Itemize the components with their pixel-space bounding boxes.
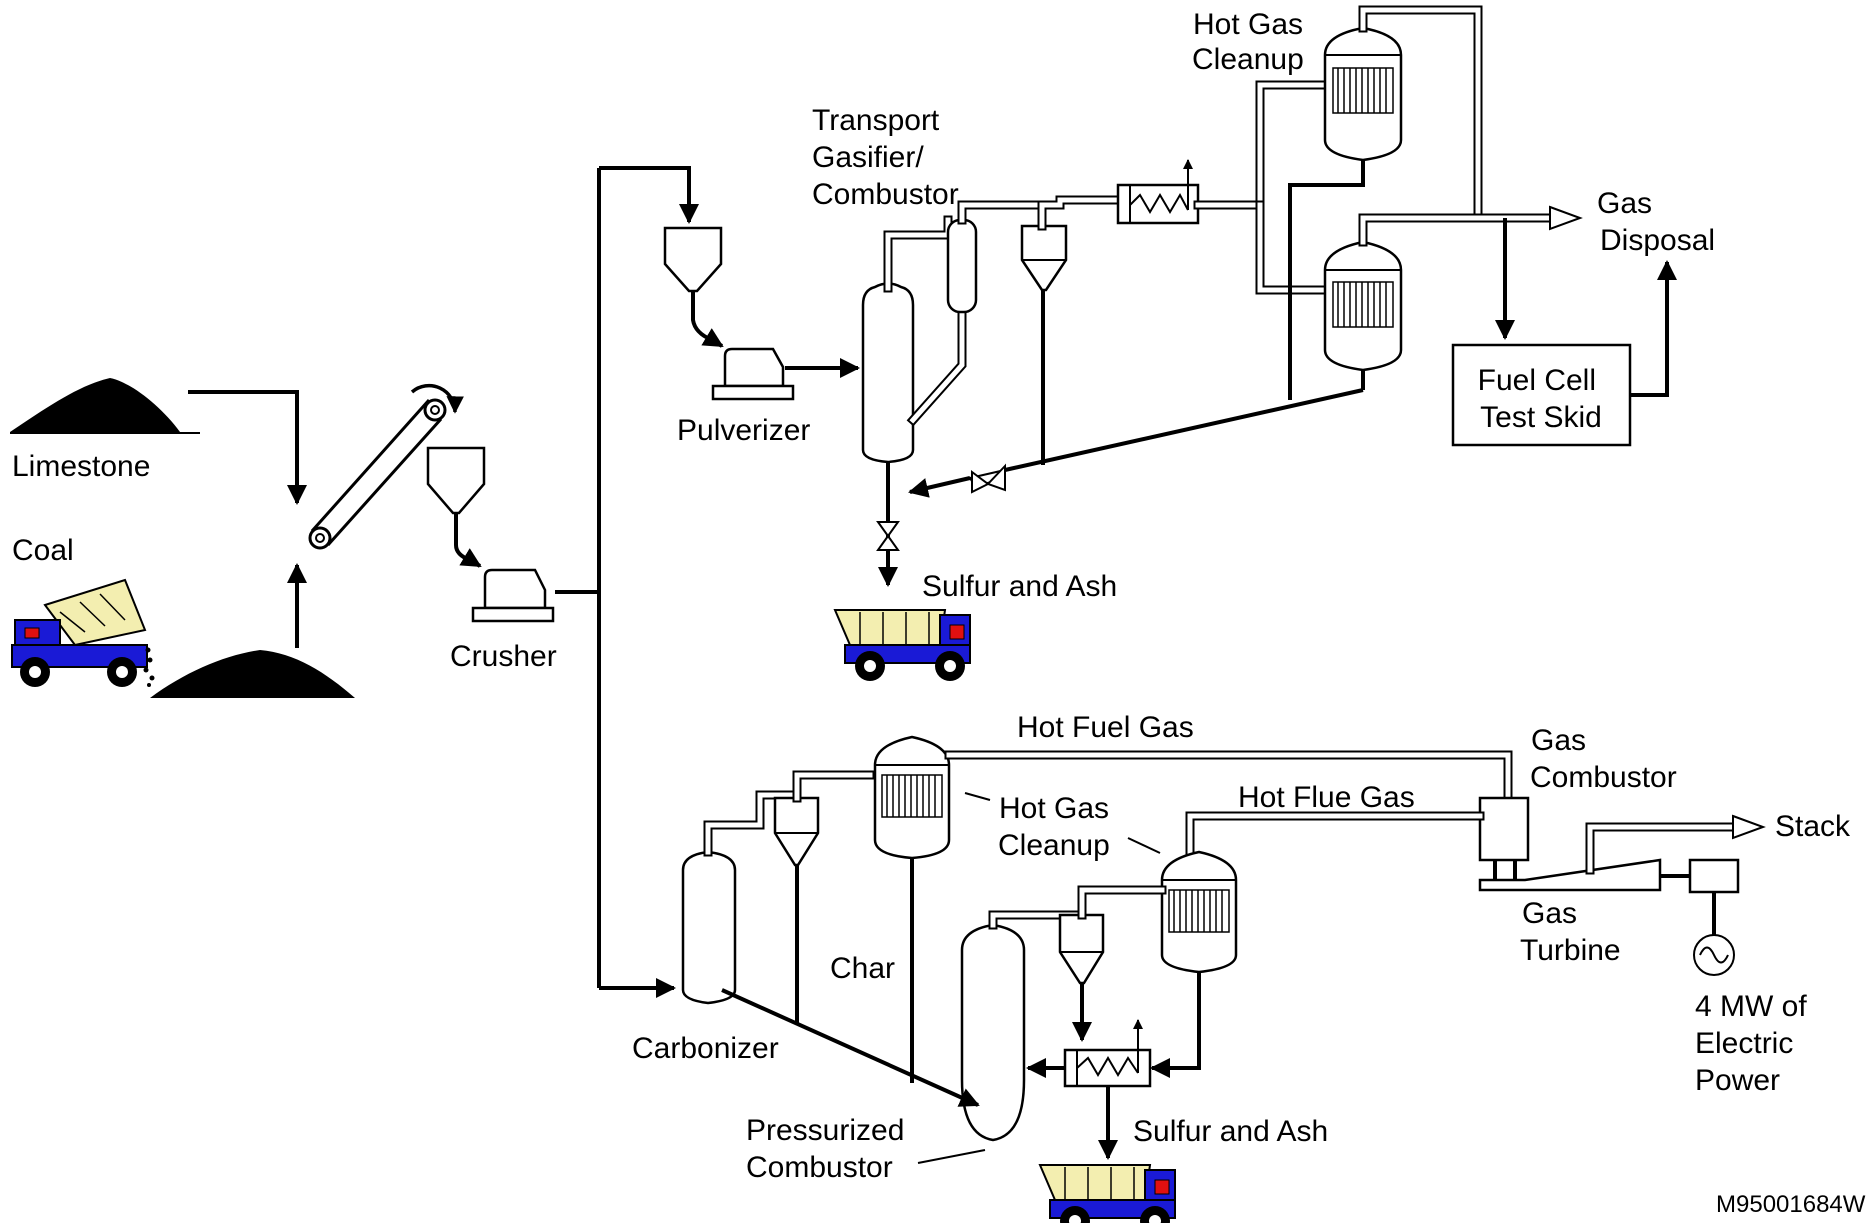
gas-combustor-label: Gas Combustor (1530, 724, 1677, 794)
coal-spill (143, 647, 155, 687)
gas-disposal-label: Gas Disposal (1597, 187, 1715, 257)
upper-gas-cooler (1116, 159, 1200, 225)
fuel-cell-label: Fuel Cell Test Skid (1478, 364, 1605, 434)
coal-pile (150, 650, 355, 698)
crusher-label: Crusher (450, 640, 557, 673)
fuel-cell-exhaust-line (1630, 260, 1677, 397)
lower-cyclone-2 (1058, 913, 1105, 985)
char-label: Char (830, 952, 895, 985)
stack-label: Stack (1775, 810, 1851, 843)
lower-hot-gas-filter-2 (1160, 850, 1238, 974)
lower-sulfur-ash-label: Sulfur and Ash (1133, 1115, 1328, 1148)
gasifier-disengager (946, 218, 978, 314)
pulverizer-label: Pulverizer (677, 414, 810, 447)
lower-heat-exchanger (1063, 1019, 1152, 1088)
hot-flue-gas-pipe (1185, 811, 1485, 867)
lower-hot-gas-filter-1 (873, 735, 951, 860)
fuel-cell-test-skid (1451, 343, 1632, 447)
gasifier-riser-pipe (883, 215, 953, 293)
filter-2-return-line (1150, 972, 1201, 1078)
cyclone-2-to-filter-pipe (1077, 885, 1167, 920)
upper-hot-gas-filter-1 (1323, 26, 1403, 162)
ac-power-symbol-icon (1693, 934, 1735, 976)
upper-hot-gas-filter-2 (1323, 240, 1403, 372)
ash-collection-header (1004, 388, 1364, 472)
hopper-to-pulverizer-line (691, 291, 724, 348)
hot-fuel-gas-label: Hot Fuel Gas (1017, 711, 1194, 744)
limestone-label: Limestone (12, 450, 150, 483)
to-pulverizer-hopper-line (599, 166, 699, 224)
lower-hot-gas-cleanup-label: Hot Gas Cleanup (998, 792, 1117, 862)
electric-generator (1688, 858, 1740, 894)
crusher (471, 568, 555, 623)
transport-gasifier-vessel (861, 282, 915, 464)
gasifier-return-pipe (906, 305, 967, 427)
ash-line-valve (968, 463, 1007, 494)
upper-cyclone (1020, 224, 1068, 292)
limestone-pile (10, 378, 200, 434)
combustor-to-turbine-line (1493, 860, 1517, 880)
upper-cleanup-leader (964, 792, 991, 801)
lower-ash-truck (1039, 1164, 1176, 1223)
transport-gasifier-label: Transport Gasifier/ Combustor (812, 104, 959, 211)
hopper-to-crusher-line (454, 513, 482, 568)
upper-ash-truck (834, 609, 971, 682)
lower-cyclone-1 (773, 796, 820, 867)
gasifier-ash-valve (876, 521, 900, 551)
figure-id-label: M95001684W (1716, 1191, 1866, 1218)
hot-flue-gas-label: Hot Flue Gas (1238, 781, 1415, 814)
crusher-hopper (426, 446, 486, 515)
gas-combustor (1478, 796, 1530, 862)
disengager-to-cyclone-pipe (957, 200, 1047, 230)
carbonizer-vessel (681, 850, 737, 1005)
upper-hot-gas-cleanup-label: Hot Gas Cleanup (1192, 8, 1311, 76)
pressurized-combustor-leader (917, 1149, 986, 1164)
lower-cleanup-leader (1127, 837, 1161, 854)
carbonizer-label: Carbonizer (632, 1032, 779, 1065)
filter-1-ash-line (1288, 160, 1365, 400)
coal-label: Coal (12, 534, 74, 567)
pressurized-combustor-label: Pressurized Combustor (746, 1114, 913, 1184)
ash-header-to-gasifier (908, 476, 971, 498)
carbonizer-char-line (721, 988, 980, 1107)
pulverizer (711, 347, 795, 401)
upper-sulfur-ash-label: Sulfur and Ash (922, 570, 1117, 603)
gas-turbine (1478, 858, 1662, 892)
conveyor-belt (308, 383, 464, 550)
electric-power-label: 4 MW of Electric Power (1695, 990, 1815, 1097)
cyclone-1-to-filter-pipe (792, 770, 875, 803)
gas-disposal-arrow (1549, 205, 1583, 231)
stack-arrow (1732, 814, 1766, 840)
pulverizer-hopper (663, 226, 723, 293)
limestone-feed-line (188, 390, 307, 505)
gas-turbine-label: Gas Turbine (1520, 897, 1621, 967)
coal-delivery-truck (11, 579, 148, 688)
filter-2-outlet-pipe (1358, 213, 1560, 247)
